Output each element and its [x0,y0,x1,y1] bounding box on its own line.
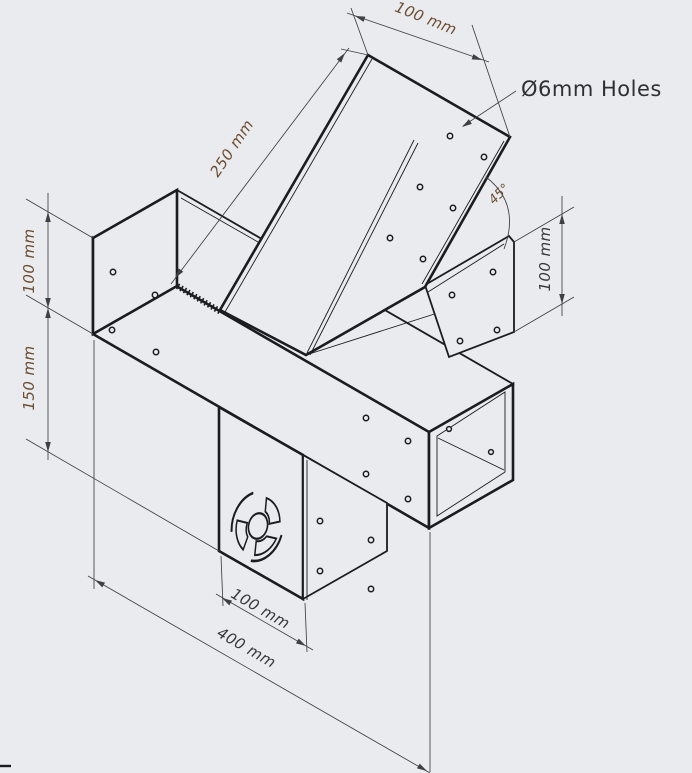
bolt-hole [151,291,159,299]
bolt-hole [367,536,375,544]
lower-box [217,404,388,602]
brace-mid-seam-b [309,142,419,356]
bolt-hole [446,132,454,140]
bolt-hole [419,255,427,263]
box-right-face [302,453,388,601]
bolt-hole [404,495,412,503]
bolt-hole [456,337,464,345]
brace-right-thickness-edge [421,140,505,285]
hole-callout-label: Ø6mm Holes [521,77,662,101]
bolt-hole [480,153,488,161]
dim-brace-width-label: 100 mm [392,0,459,39]
bolt-hole [449,204,457,212]
bolt-hole [487,448,495,456]
bolt-hole [493,326,501,334]
pinwheel-logo [230,491,283,563]
tube-interior-edge [437,437,505,471]
bolt-hole [404,437,412,445]
dim-stub-height: 100 mm [513,196,575,333]
bolt-hole [367,585,375,593]
brace-left-thickness-edge [224,58,373,313]
tube-end-outer [427,381,515,531]
bolt-hole [362,470,370,478]
bolt-hole [448,291,456,299]
tube-end-inner-wall [436,391,506,517]
bolt-hole [109,268,117,276]
brace-plate [218,53,512,357]
bolt-hole [316,517,324,525]
dim-stub-height-label: 100 mm [536,226,554,291]
bolt-hole [489,268,497,276]
dim-box-drop-label: 150 mm [20,345,38,410]
dim-box-width-label: 100 mm [228,585,293,633]
bolt-hole [386,234,394,242]
angle-arc [485,176,510,250]
stub-foot-seam [305,309,448,356]
bolt-hole [445,425,453,433]
bolt-hole [108,326,116,334]
bolt-hole [416,183,424,191]
dim-beam-height-label: 100 mm [20,228,38,293]
brace-mid-seam-a [306,139,415,354]
stub-top-seam [427,243,505,293]
bolt-hole [152,348,160,356]
angle-label: 45° [486,181,513,208]
gusset-stub [423,234,515,359]
dim-left-heights: 100 mm 150 mm [20,193,220,552]
weld-seam-hatch [172,281,223,315]
beam-right-open-end [427,381,515,531]
stub-face [423,234,515,359]
dim-beam-length-label: 400 mm [214,624,279,672]
dim-brace-length-label: 250 mm [206,116,257,180]
hole-callout: Ø6mm Holes [462,77,662,127]
bolt-hole [362,414,370,422]
brace-face [218,53,512,357]
bolt-hole [316,567,324,575]
